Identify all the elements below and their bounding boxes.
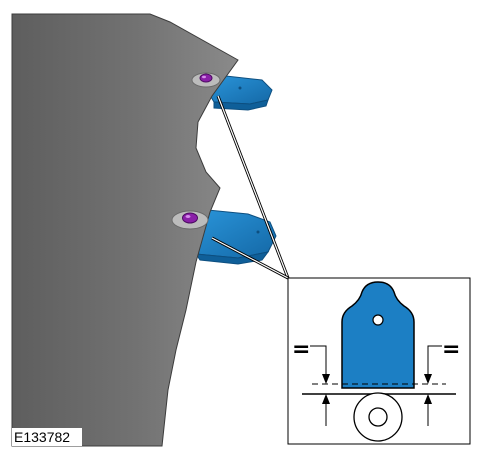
lower-bracket — [191, 209, 277, 265]
body-panel — [11, 13, 239, 447]
detail-view: = = — [287, 277, 471, 445]
lower-fastener — [171, 210, 209, 230]
right-dimension: = — [424, 337, 460, 426]
upper-fastener — [191, 72, 221, 88]
callout-leader-lines — [211, 95, 290, 280]
detail-bracket — [341, 281, 415, 389]
upper-bracket — [207, 75, 273, 111]
left-equal-mark: = — [292, 337, 310, 362]
left-dimension: = — [292, 337, 330, 426]
right-equal-mark: = — [442, 337, 460, 362]
detail-stud — [353, 392, 403, 442]
figure-reference-code: E133782 — [12, 428, 82, 446]
